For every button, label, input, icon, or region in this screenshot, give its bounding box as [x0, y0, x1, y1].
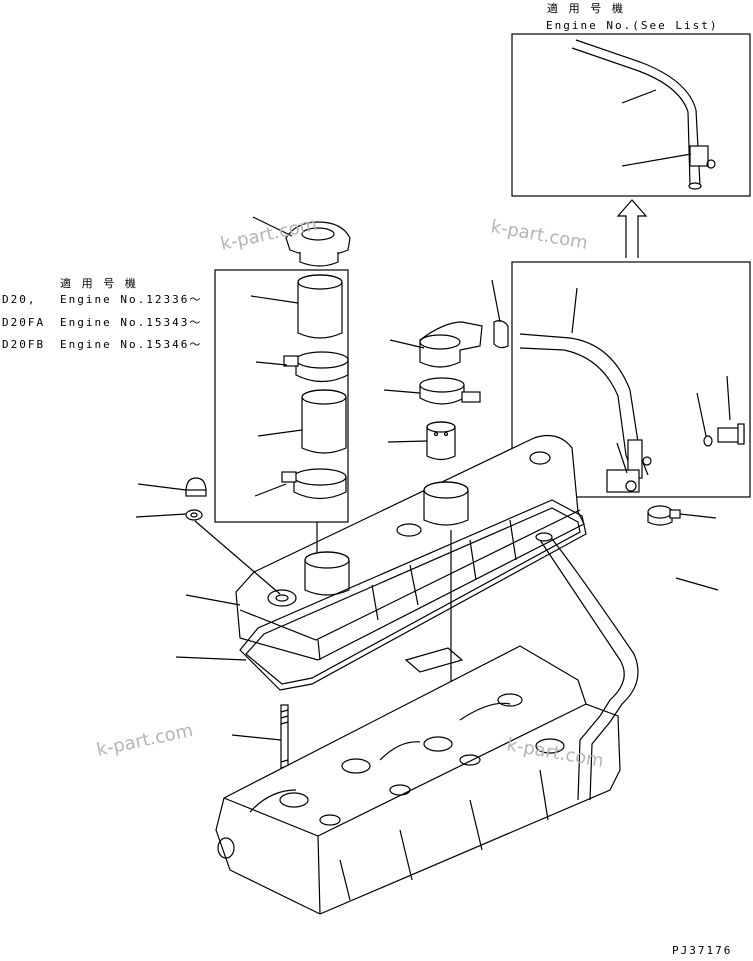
leader-gasket — [175, 656, 247, 661]
hose-clamp-3 — [419, 377, 481, 405]
leader-stud — [231, 734, 282, 741]
lower-breather-hose — [535, 505, 681, 801]
leader-elbow — [389, 339, 425, 349]
hose-clamp-2 — [281, 468, 347, 500]
leader-nut — [137, 483, 187, 491]
left-row-model-2: D20FA — [2, 316, 45, 329]
old-hose-frame — [511, 261, 751, 498]
leader-hose-new — [621, 89, 657, 104]
rubber-grommet — [426, 421, 456, 461]
leader-clip — [491, 279, 501, 323]
upgrade-arrow — [616, 199, 648, 258]
oil-filler-cap — [285, 221, 351, 267]
leader-bolt — [726, 375, 731, 421]
left-row-model-3: D20FB — [2, 338, 45, 351]
filler-tube-2 — [301, 389, 347, 454]
breather-hose-new — [571, 39, 716, 190]
leader-old-hose — [571, 287, 578, 334]
left-box-header-jp: 適 用 号 機 — [60, 276, 138, 290]
small-clip — [493, 320, 509, 349]
leader-clamp-1 — [255, 361, 288, 366]
leader-lower-hose — [675, 577, 719, 591]
leader-washer — [696, 392, 707, 437]
seal-washer — [185, 509, 203, 521]
washer-bolt — [703, 423, 745, 447]
cylinder-head — [215, 645, 621, 915]
drawing-code: PJ37176 — [672, 944, 732, 957]
leader-tube-2 — [257, 429, 303, 437]
leader-lower-clamp — [679, 513, 717, 519]
left-row-model-1: D20, — [2, 293, 37, 306]
leader-grommet — [387, 440, 428, 443]
filler-tube-1 — [297, 274, 343, 339]
leader-washer-left — [135, 513, 187, 518]
leader-bracket — [616, 442, 628, 474]
leader-clamp-3 — [383, 389, 421, 394]
cylinder-head-cover — [235, 435, 585, 661]
left-box-frame — [214, 269, 349, 523]
watermark-2: k-part.com — [489, 216, 589, 254]
hose-clamp-1 — [283, 351, 349, 383]
top-box-header-jp: 適 用 号 機 — [547, 1, 625, 15]
top-box-header-en: Engine No.(See List) — [546, 19, 718, 32]
left-row-engine-3: Engine No.15346～ — [60, 338, 202, 351]
breather-hose-old — [519, 333, 652, 493]
leader-cover — [185, 594, 241, 606]
leader-washer-line — [194, 520, 281, 595]
leader-clamp-2 — [254, 483, 287, 497]
leader-cap — [252, 216, 293, 237]
head-cover-gasket — [239, 499, 587, 691]
left-row-engine-1: Engine No.12336～ — [60, 293, 202, 306]
leader-clip-new — [621, 153, 692, 167]
left-row-engine-2: Engine No.15343～ — [60, 316, 202, 329]
breather-elbow — [419, 321, 483, 368]
leader-tube-1 — [250, 295, 299, 304]
watermark-3: k-part.com — [95, 720, 195, 761]
top-box-frame — [511, 33, 751, 197]
cap-nut — [185, 477, 207, 497]
